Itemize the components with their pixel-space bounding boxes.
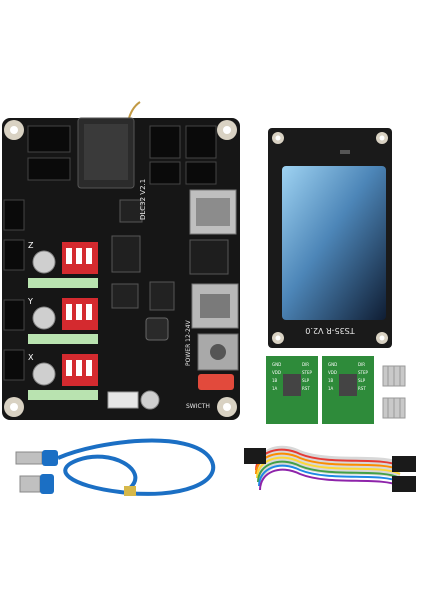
switch-label: SWICTH	[186, 403, 210, 410]
axis-label-y: Y	[27, 297, 33, 306]
ribbon-connector	[392, 476, 416, 492]
top-header	[27, 125, 71, 153]
svg-text:1B: 1B	[328, 378, 334, 383]
svg-text:1B: 1B	[272, 378, 278, 383]
stepper-section-z: Z	[28, 241, 98, 288]
usb-a-plug	[15, 451, 43, 465]
stepper-section-y: Y	[27, 297, 98, 344]
capacitor	[32, 250, 56, 274]
terminal-strip	[28, 334, 98, 344]
tft-display: TS35-R V2.0	[268, 128, 392, 348]
top-header	[185, 125, 217, 159]
heatsink-2	[382, 397, 406, 419]
heatsink-1	[382, 365, 406, 387]
svg-text:DIR: DIR	[358, 362, 365, 367]
svg-text:STEP: STEP	[302, 370, 313, 375]
cable-tie	[124, 486, 136, 496]
svg-text:GND: GND	[328, 362, 337, 367]
display-model-label: TS35-R V2.0	[305, 326, 355, 335]
stepper-driver-module-2: GND VDD 1B 1A DIR STEP SLP RST	[322, 356, 374, 424]
power-label: POWER 12-24V	[185, 319, 192, 366]
board-model-label: DLC32 V2.1	[139, 179, 147, 220]
terminal-strip	[28, 278, 98, 288]
top-header	[149, 125, 181, 159]
svg-text:1A: 1A	[272, 386, 278, 391]
ribbon-connector	[392, 456, 416, 472]
inductor	[145, 317, 169, 341]
axis-label-z: Z	[28, 241, 34, 250]
ribbon-cable	[244, 445, 416, 492]
terminal-strip	[28, 390, 98, 400]
svg-text:RST: RST	[358, 386, 366, 391]
capacitor	[32, 306, 56, 330]
power-switch	[198, 374, 234, 390]
usb-cable	[15, 438, 216, 496]
svg-text:RST: RST	[302, 386, 310, 391]
endstop-connector	[3, 199, 25, 231]
stepper-driver-module-1: GND VDD 1B 1A DIR STEP SLP RST	[266, 356, 318, 424]
ribbon-connector	[244, 448, 266, 464]
controller-board: DLC32 V2.1 Z Y X	[2, 101, 240, 420]
lcd-screen	[282, 166, 386, 320]
svg-text:VDD: VDD	[272, 370, 281, 375]
svg-text:DIR: DIR	[302, 362, 309, 367]
stepper-section-x: X	[28, 353, 98, 400]
svg-text:STEP: STEP	[358, 370, 369, 375]
driver-ic	[189, 239, 229, 275]
axis-label-x: X	[28, 353, 34, 362]
svg-text:SLP: SLP	[302, 378, 310, 383]
svg-text:1A: 1A	[328, 386, 334, 391]
capacitor	[32, 362, 56, 386]
usb-b-plug	[19, 475, 41, 493]
svg-text:VDD: VDD	[328, 370, 337, 375]
svg-text:GND: GND	[272, 362, 281, 367]
usb-b-port	[191, 283, 239, 329]
cable-coil	[57, 438, 216, 496]
svg-text:SLP: SLP	[358, 378, 366, 383]
